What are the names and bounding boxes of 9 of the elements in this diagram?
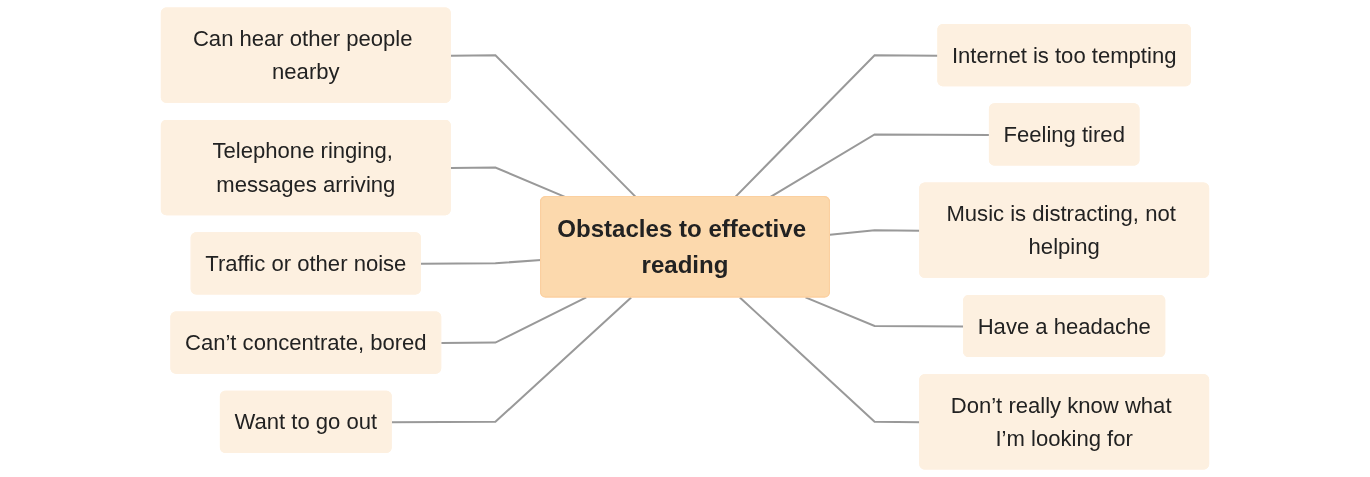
connector: [450, 54, 637, 198]
connector: [441, 296, 587, 345]
connector: [805, 296, 965, 328]
connector: [769, 133, 990, 198]
connector: [420, 258, 542, 265]
connector: [391, 296, 632, 424]
connector: [829, 229, 921, 236]
connector: [739, 296, 921, 424]
connector: [734, 54, 939, 198]
